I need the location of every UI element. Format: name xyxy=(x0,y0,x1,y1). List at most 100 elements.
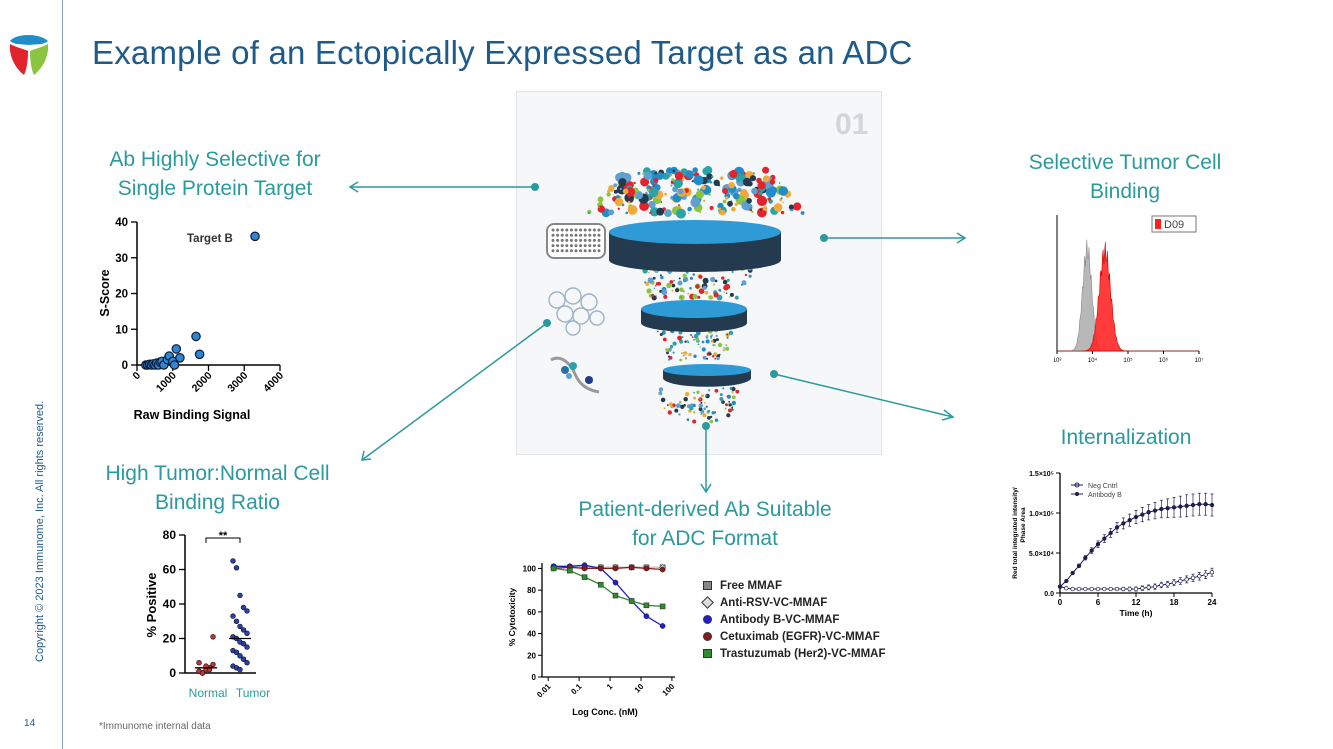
funnel-dot xyxy=(646,288,652,294)
funnel-dot xyxy=(692,403,696,408)
funnel-dot xyxy=(713,352,718,357)
legend-label: Cetuximab (EGFR)-VC-MMAF xyxy=(720,630,880,643)
funnel-dot xyxy=(682,352,684,354)
funnel-dot xyxy=(749,208,753,212)
funnel-dot xyxy=(683,397,688,402)
funnel-dot xyxy=(717,205,719,208)
immunome-logo-icon xyxy=(9,35,49,75)
funnel-dot xyxy=(721,276,725,280)
data-point xyxy=(244,630,250,637)
plate-well xyxy=(588,238,592,242)
funnel-dot xyxy=(723,347,726,349)
funnel-dot xyxy=(666,351,669,355)
funnel-dot xyxy=(673,279,675,282)
funnel-dot xyxy=(698,403,703,408)
plate-well xyxy=(565,249,569,253)
plate-well xyxy=(583,238,587,242)
plate-well xyxy=(592,244,596,248)
funnel-dot xyxy=(718,207,721,211)
funnel-dot xyxy=(688,352,692,357)
data-point xyxy=(1083,586,1088,592)
y-tick-label: 0 xyxy=(532,673,537,682)
funnel-dot xyxy=(728,182,735,189)
funnel-dot xyxy=(731,409,734,411)
funnel-dot xyxy=(800,211,805,215)
legend-swatch xyxy=(703,615,712,624)
data-point xyxy=(1159,506,1164,512)
plate-well xyxy=(588,249,592,253)
funnel-dot xyxy=(677,204,681,207)
left-margin-line xyxy=(62,0,63,749)
arrowhead-internalization xyxy=(941,409,955,421)
plate-well xyxy=(583,233,587,237)
data-point xyxy=(1203,572,1208,577)
data-point xyxy=(237,653,243,659)
funnel-dot xyxy=(702,413,707,418)
funnel-dot xyxy=(690,197,701,208)
plate-well xyxy=(569,244,573,248)
funnel-dot xyxy=(673,178,683,189)
y-tick-label: 60 xyxy=(163,563,177,577)
funnel-dot xyxy=(698,288,705,294)
funnel-dot xyxy=(703,401,706,404)
funnel-dot xyxy=(714,357,717,360)
data-point xyxy=(1190,502,1196,508)
funnel-dot xyxy=(700,401,703,404)
funnel-dot xyxy=(693,411,696,414)
funnel-dot xyxy=(727,200,733,207)
funnel-dot xyxy=(625,211,628,215)
heading-selective-line1: Ab Highly Selective for xyxy=(109,148,321,171)
funnel-dot xyxy=(731,405,734,408)
plate-well xyxy=(565,233,569,237)
data-point xyxy=(659,623,666,629)
legend-label: Neg Cntrl xyxy=(1088,483,1118,490)
data-point xyxy=(240,627,247,633)
funnel-dot xyxy=(668,358,671,361)
plate-well xyxy=(597,244,601,248)
funnel-dot xyxy=(683,351,688,355)
target-b-label: Target B xyxy=(187,233,233,245)
legend-item: Trastuzumab (Her2)-VC-MMAF xyxy=(703,645,885,662)
funnel-dot xyxy=(751,187,758,195)
y-tick-label: 20 xyxy=(527,651,536,660)
funnel-dot xyxy=(689,410,692,413)
plate-well xyxy=(556,238,560,242)
plate-well xyxy=(565,228,569,232)
data-point xyxy=(597,565,604,572)
y-tick-label: 1.0×10⁵ xyxy=(1029,511,1054,518)
funnel-dot xyxy=(729,292,734,297)
data-point xyxy=(237,666,243,673)
funnel-dot xyxy=(693,354,697,358)
data-point xyxy=(1152,584,1158,589)
plate-well xyxy=(569,233,573,237)
funnel-dot xyxy=(756,195,768,207)
plate-well xyxy=(560,233,564,237)
significance-label: ** xyxy=(219,530,228,542)
data-point xyxy=(1057,584,1063,589)
funnel-dot xyxy=(645,191,648,195)
plate-well xyxy=(579,238,583,242)
funnel-dot xyxy=(692,273,695,276)
funnel-dot xyxy=(726,395,728,398)
funnel-dot xyxy=(668,402,673,407)
x-axis-label: Raw Binding Signal xyxy=(134,408,251,422)
plate-well xyxy=(583,228,587,232)
plate-well xyxy=(579,244,583,248)
screening-funnel-panel: 01 xyxy=(516,91,882,455)
funnel-dot xyxy=(671,283,676,288)
funnel-dot xyxy=(648,200,656,209)
funnel-dot xyxy=(767,197,772,201)
plate-well xyxy=(592,233,596,237)
page-title: Example of an Ectopically Expressed Targ… xyxy=(92,34,913,71)
antibody-icon xyxy=(550,356,600,394)
data-point xyxy=(1133,586,1139,592)
data-point xyxy=(240,604,247,611)
x-tick-label: 12 xyxy=(1132,598,1141,607)
funnel-dot xyxy=(637,171,641,175)
funnel-dot xyxy=(618,178,627,187)
funnel-dot xyxy=(671,289,674,292)
legend-label: Anti-RSV-VC-MMAF xyxy=(720,596,828,609)
funnel-dot xyxy=(667,410,672,415)
arrowhead-patient xyxy=(700,483,712,494)
y-axis-label: S-Score xyxy=(98,269,112,316)
